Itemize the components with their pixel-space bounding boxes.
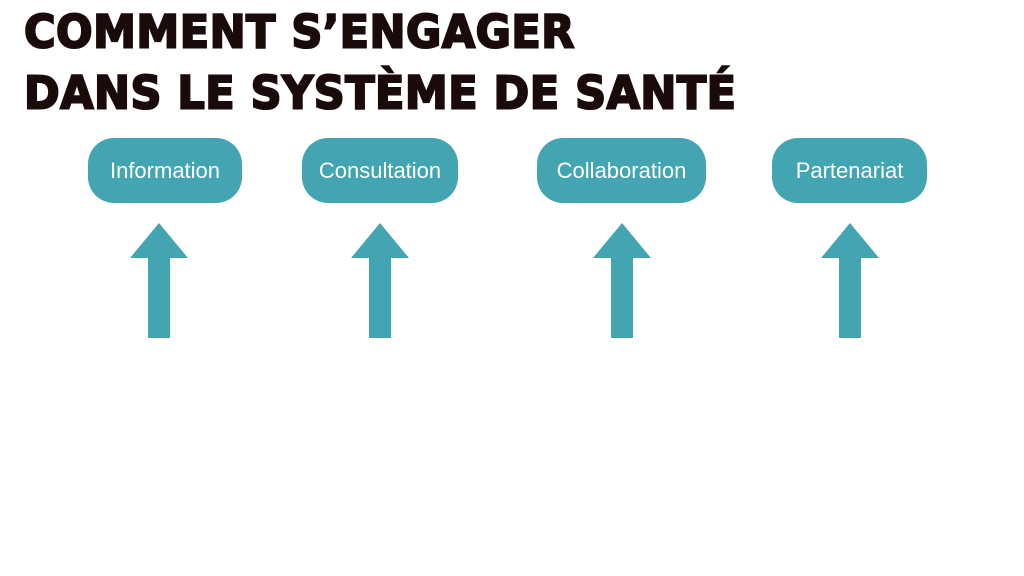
arrow-up-icon (821, 223, 879, 338)
arrow-up-icon (351, 223, 409, 338)
arrow-up-icon (593, 223, 651, 338)
stage-partenariat: Partenariat (772, 138, 927, 203)
arrow-up-icon (130, 223, 188, 338)
stage-consultation: Consultation (302, 138, 458, 203)
stage-information: Information (88, 138, 242, 203)
stage-collaboration: Collaboration (537, 138, 706, 203)
title-line-1: COMMENT S’ENGAGER (23, 5, 575, 60)
title-line-2: DANS LE SYSTÈME DE SANTÉ (23, 66, 737, 121)
